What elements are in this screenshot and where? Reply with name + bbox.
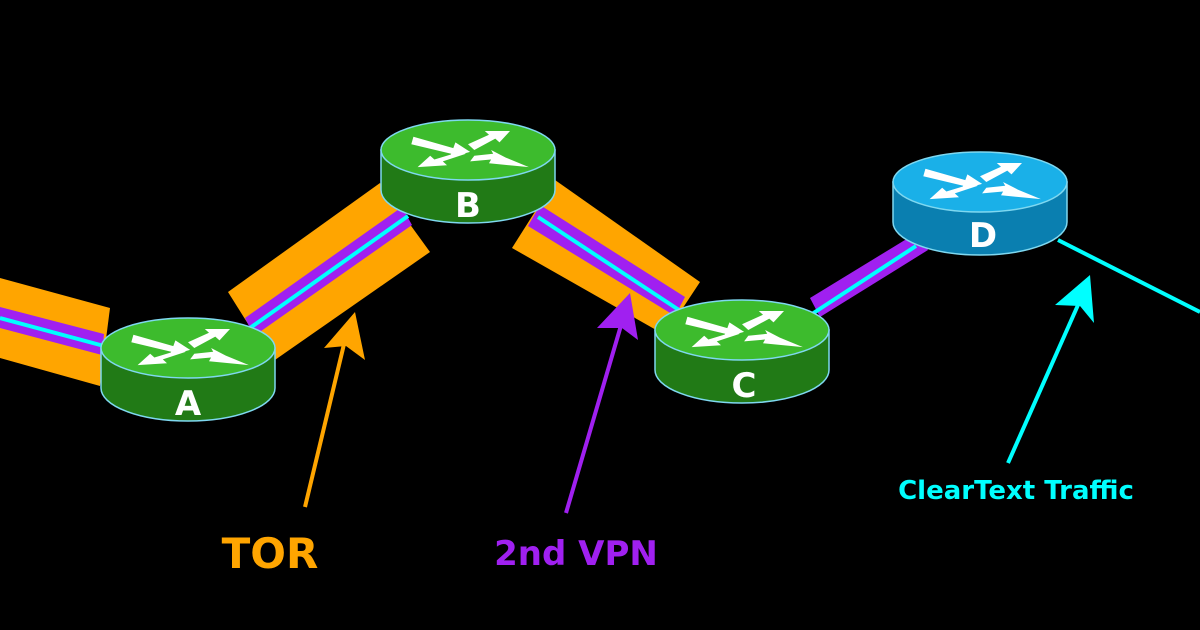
router-top [654, 299, 830, 361]
link-edge-to-a [0, 278, 110, 386]
cleartext-pointer-arrow [1006, 275, 1094, 464]
tor-pointer-arrow [303, 312, 365, 508]
cleartext-line [536, 215, 684, 314]
cleartext-line [0, 316, 105, 348]
router-d[interactable]: D [892, 151, 1068, 256]
router-c[interactable]: C [654, 299, 830, 406]
cleartext-line [810, 244, 918, 316]
cleartext-label: ClearText Traffic [898, 476, 1134, 506]
cleartext-line [248, 214, 410, 330]
router-top [100, 317, 276, 379]
link-d-to-edge-cleartext [1057, 238, 1200, 314]
link-b-to-c [512, 180, 700, 335]
router-label: C [732, 366, 757, 406]
vpn-pointer-arrow [564, 293, 638, 514]
router-b[interactable]: B [380, 119, 556, 226]
router-top [380, 119, 556, 181]
router-label: D [969, 216, 997, 256]
link-a-to-b [228, 183, 430, 362]
router-top [892, 151, 1068, 213]
router-label: A [175, 384, 202, 424]
router-label: B [455, 186, 481, 226]
router-a[interactable]: A [100, 317, 276, 424]
link-c-to-d [810, 232, 928, 317]
vpn-label: 2nd VPN [494, 534, 658, 574]
tor-label: TOR [222, 529, 319, 578]
